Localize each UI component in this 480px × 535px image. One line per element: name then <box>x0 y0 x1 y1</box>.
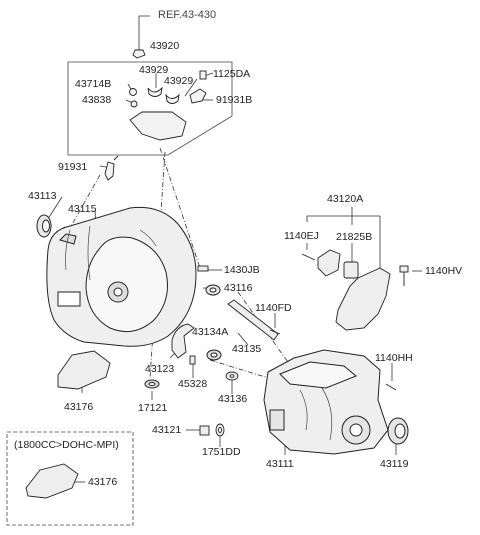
lever-91931b <box>189 88 207 104</box>
part-label-43920: 43920 <box>150 40 180 52</box>
support-43176 <box>57 350 111 390</box>
clip-43929-b <box>165 93 180 104</box>
bushing-21825b <box>343 261 359 279</box>
transaxle-case-43111 <box>263 349 389 455</box>
part-label-1140hv: 1140HV <box>425 265 463 277</box>
bolt-1140hv <box>399 265 409 273</box>
leader-dashdot <box>69 174 101 229</box>
part-label-43136: 43136 <box>218 393 248 405</box>
bushing-43714b <box>129 88 137 96</box>
bolt-1140ej <box>301 253 316 261</box>
shift-detail-box <box>67 61 233 156</box>
part-label-43135: 43135 <box>232 343 262 355</box>
switch-91931 <box>104 161 115 181</box>
leader-dashdot <box>159 147 201 269</box>
ring-17121 <box>144 379 160 389</box>
bolt-1125da <box>199 70 207 80</box>
part-label-43113: 43113 <box>28 190 57 202</box>
support-43176-variant <box>25 463 79 499</box>
part-label-21825b: 21825B <box>336 231 373 243</box>
part-label-1751dd: 1751DD <box>202 446 241 458</box>
part-label-45328: 45328 <box>178 378 208 390</box>
part-label-1125da: 1125DA <box>213 68 251 80</box>
fork-43135 <box>227 299 279 341</box>
bracket-43134a <box>171 323 195 359</box>
part-label-1140fd: 1140FD <box>255 302 292 314</box>
part-label-43120a: 43120A <box>327 193 364 205</box>
variant-note: (1800CC>DOHC-MPI) <box>14 439 119 451</box>
reference-label: REF.43-430 <box>158 9 217 21</box>
part-label-43929: 43929 <box>139 64 169 76</box>
part-label-43176: 43176 <box>64 401 94 413</box>
seal-43116 <box>205 284 221 296</box>
seal-43136 <box>206 349 222 361</box>
part-label-43123: 43123 <box>145 363 175 375</box>
part-label-91931: 91931 <box>58 161 88 173</box>
part-label-43119: 43119 <box>380 458 409 470</box>
part-label-43121: 43121 <box>152 424 182 436</box>
part-label-43176-variant: 43176 <box>88 476 118 488</box>
nut-43920 <box>132 49 146 59</box>
ring-1751dd <box>215 423 225 437</box>
washer-43136 <box>225 371 239 381</box>
part-label-43115: 43115 <box>68 203 97 215</box>
part-label-1430jb: 1430JB <box>224 264 260 276</box>
variant-box <box>6 431 134 526</box>
clutch-housing-43115 <box>46 206 197 347</box>
pin-1430jb <box>197 265 209 272</box>
part-label-43111: 43111 <box>266 458 294 470</box>
washer-43838 <box>130 100 138 108</box>
bushing-mount <box>317 249 341 277</box>
part-label-17121: 17121 <box>138 402 168 414</box>
bracket-43929 <box>129 111 187 141</box>
seal-43113 <box>36 214 52 238</box>
plug-43121 <box>199 425 210 436</box>
part-label-43116: 43116 <box>224 282 253 294</box>
part-label-1140hh: 1140HH <box>375 352 413 364</box>
ref-leader <box>138 15 150 45</box>
part-label-43134a: 43134A <box>192 326 229 338</box>
leader-dashdot <box>209 359 276 381</box>
part-label-43838: 43838 <box>82 94 112 106</box>
part-label-43929-b: 43929 <box>164 75 194 87</box>
part-label-43714b: 43714B <box>75 78 112 90</box>
part-label-1140ej: 1140EJ <box>284 230 319 242</box>
part-label-91931b: 91931B <box>216 94 253 106</box>
seal-43119 <box>387 417 409 445</box>
bolt-45328 <box>189 355 196 365</box>
clip-43929 <box>147 86 163 97</box>
bracket-43120a <box>335 267 391 331</box>
bolt-1140fd <box>269 329 281 335</box>
bolt-1140hh <box>385 383 397 391</box>
